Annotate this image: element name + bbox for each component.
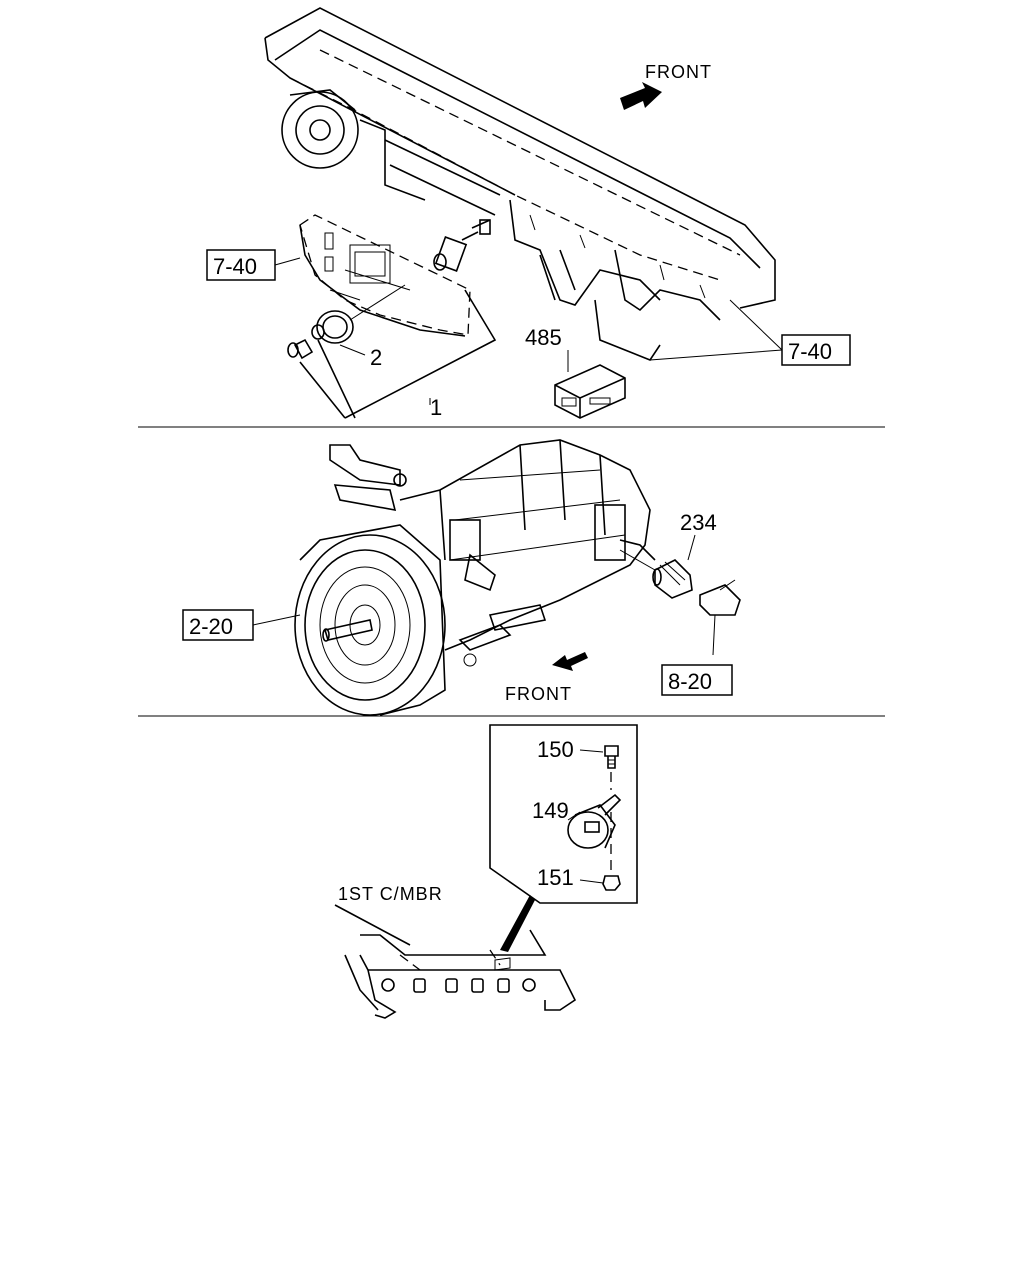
front-label-top: FRONT [645,62,712,82]
cross-member-drawing [334,904,577,1019]
switch-connector-drawing [433,219,491,272]
section-top: FRONT [206,7,851,420]
connector-drawing [699,579,741,656]
seal-washer-plug-drawing [287,284,406,360]
front-arrow-icon [552,652,588,671]
transmission-drawing [294,439,656,716]
callout-149: 149 [532,798,569,823]
nut-drawing [602,875,621,891]
bolt-drawing [604,745,619,769]
callout-150: 150 [537,737,574,762]
front-arrow-icon [620,82,662,110]
instrument-panel-drawing [299,214,471,337]
ref-7-40-left: 7-40 [213,254,257,279]
dashboard-frame-drawing [264,7,776,361]
callout-151: 151 [537,865,574,890]
callout-485: 485 [525,325,562,350]
member-label: 1ST C/MBR [338,884,443,904]
section-bottom: 150 149 151 1ST C/MBR [334,724,638,1019]
zoom-pointer-icon [500,895,535,952]
detail-inset-box [489,724,638,904]
control-unit-drawing [554,350,626,419]
callout-234: 234 [680,510,717,535]
callout-2: 2 [370,345,382,370]
ref-2-20: 2-20 [189,614,233,639]
section-middle: FRONT 2-20 8-20 234 [182,439,741,716]
buzzer-drawing [567,793,622,849]
speed-sensor-drawing [619,534,696,599]
ref-box-8-20[interactable] [661,664,733,696]
callout-1: 1 [430,395,442,420]
ref-8-20: 8-20 [668,669,712,694]
ref-7-40-right: 7-40 [788,339,832,364]
front-label-middle: FRONT [505,684,572,704]
